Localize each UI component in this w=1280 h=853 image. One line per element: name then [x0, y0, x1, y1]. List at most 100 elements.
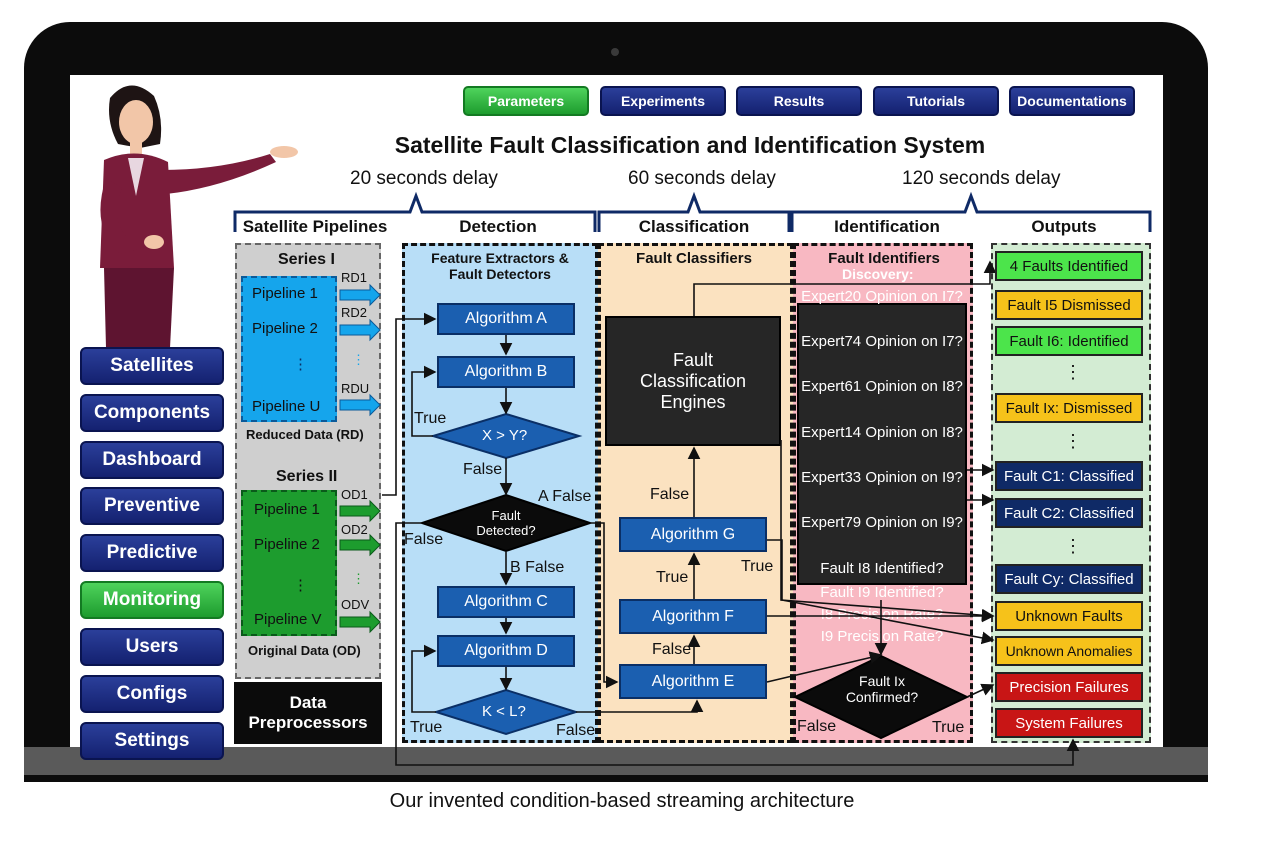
rd-dots: ⋮: [352, 352, 365, 367]
label-a-false: A False: [538, 488, 592, 505]
label-false-1: False: [463, 461, 503, 478]
output-unknown-anomalies: Unknown Anomalies: [995, 636, 1143, 666]
label-false-4: False: [650, 486, 690, 503]
rdu-label: RDU: [341, 381, 370, 396]
output-unknown-faults: Unknown Faults: [995, 601, 1143, 631]
label-true-5: True: [932, 719, 965, 736]
algorithm-b: Algorithm B: [437, 356, 575, 388]
algorithm-a: Algorithm A: [437, 303, 575, 335]
series-i-box: [241, 276, 337, 422]
expert-opinion-3: Expert61 Opinion on I8?: [801, 378, 963, 395]
classification-subtitle: Fault Classifiers: [636, 250, 752, 267]
diamond-k-lt-l: [432, 688, 580, 736]
output-dots-2: ⋮: [1064, 431, 1082, 451]
label-false-5: False: [652, 641, 692, 658]
series-i-pipeline-1: Pipeline 1: [252, 285, 318, 302]
discovery-label: Discovery:: [842, 266, 914, 282]
algorithm-e: Algorithm E: [619, 664, 767, 699]
label-b-false: B False: [510, 559, 565, 576]
sidebar-users[interactable]: Users: [80, 628, 224, 666]
reduced-data-note: Reduced Data (RD): [246, 427, 364, 442]
page-title: Satellite Fault Classification and Ident…: [394, 132, 986, 158]
expert-opinion-6: Expert79 Opinion on I9?: [801, 514, 963, 531]
k-lt-l-text: K < L?: [482, 703, 526, 720]
delay-label-20: 20 seconds delay: [350, 168, 498, 189]
od-dots: ⋮: [352, 571, 365, 586]
i9-precision-rate: I9 Precision Rate?: [820, 628, 944, 645]
presenter-illustration: [100, 85, 298, 348]
nav-experiments[interactable]: Experiments: [600, 86, 726, 116]
sidebar-settings[interactable]: Settings: [80, 722, 224, 760]
camera-icon: [611, 48, 619, 56]
sidebar-components[interactable]: Components: [80, 394, 224, 432]
nav-results[interactable]: Results: [736, 86, 862, 116]
label-false-6: False: [797, 718, 837, 735]
expert-opinion-2: Expert74 Opinion on I7?: [801, 333, 963, 350]
fault-ix-confirmed-text: Fault Ix Confirmed?: [845, 673, 919, 705]
nav-documentations[interactable]: Documentations: [1009, 86, 1135, 116]
sidebar-predictive[interactable]: Predictive: [80, 534, 224, 572]
output-precision-failures: Precision Failures: [995, 672, 1143, 702]
delay-label-60: 60 seconds delay: [628, 168, 776, 189]
fault-classification-engines: Fault Classification Engines: [605, 316, 781, 446]
identification-subtitle: Fault Identifiers: [828, 250, 940, 267]
fault-detected-text: Fault Detected?: [476, 508, 536, 538]
sidebar-monitoring[interactable]: Monitoring: [80, 581, 224, 619]
data-preprocessors: Data Preprocessors: [234, 682, 382, 744]
algorithm-d: Algorithm D: [437, 635, 575, 667]
odv-label: ODV: [341, 597, 370, 612]
od2-label: OD2: [341, 522, 368, 537]
experts-box: [797, 303, 967, 585]
series-ii-dots: ⋮: [293, 577, 308, 594]
expert-opinion-1: Expert20 Opinion on I7?: [801, 288, 963, 305]
output-fault-ix-dismissed: Fault Ix: Dismissed: [995, 393, 1143, 423]
expert-opinion-4: Expert14 Opinion on I8?: [801, 424, 963, 441]
sidebar-dashboard[interactable]: Dashboard: [80, 441, 224, 479]
rd1-label: RD1: [341, 270, 368, 285]
output-fault-c1-classified: Fault C1: Classified: [995, 461, 1143, 491]
output-fault-cy-classified: Fault Cy: Classified: [995, 564, 1143, 594]
x-gt-y-text: X > Y?: [482, 427, 528, 444]
series-ii-box: [241, 490, 337, 636]
original-data-note: Original Data (OD): [248, 643, 361, 658]
output-system-failures: System Failures: [995, 708, 1143, 738]
series-i-label: Series I: [278, 251, 335, 268]
output-4-faults-identified: 4 Faults Identified: [995, 251, 1143, 281]
label-true-1: True: [414, 410, 447, 427]
delay-label-120: 120 seconds delay: [902, 168, 1061, 189]
label-false-3: False: [556, 722, 596, 739]
figure-caption: Our invented condition-based streaming a…: [389, 790, 855, 812]
output-fault-i5-dismissed: Fault I5 Dismissed: [995, 290, 1143, 320]
nav-parameters[interactable]: Parameters: [463, 86, 589, 116]
fault-i9-identified: Fault I9 Identified?: [820, 584, 944, 601]
series-ii-pipeline-2: Pipeline 2: [254, 536, 320, 553]
output-dots-3: ⋮: [1064, 536, 1082, 556]
fault-i8-identified: Fault I8 Identified?: [820, 560, 944, 577]
algorithm-f: Algorithm F: [619, 599, 767, 634]
sidebar-satellites[interactable]: Satellites: [80, 347, 224, 385]
series-i-pipeline-2: Pipeline 2: [252, 320, 318, 337]
column-identification: Identification: [834, 217, 940, 236]
expert-opinion-5: Expert33 Opinion on I9?: [801, 469, 963, 486]
output-fault-c2-classified: Fault C2: Classified: [995, 498, 1143, 528]
series-ii-pipeline-v: Pipeline V: [254, 611, 322, 628]
nav-tutorials[interactable]: Tutorials: [873, 86, 999, 116]
sidebar-preventive[interactable]: Preventive: [80, 487, 224, 525]
detection-subtitle: Feature Extractors & Fault Detectors: [431, 250, 569, 282]
label-true-2: True: [410, 719, 443, 736]
label-false-2: False: [404, 531, 444, 548]
column-outputs: Outputs: [1031, 217, 1097, 236]
rd2-label: RD2: [341, 305, 368, 320]
series-i-pipeline-u: Pipeline U: [252, 398, 321, 415]
label-true-3: True: [656, 569, 689, 586]
algorithm-g: Algorithm G: [619, 517, 767, 552]
algorithm-c: Algorithm C: [437, 586, 575, 618]
output-dots-1: ⋮: [1064, 362, 1082, 382]
series-i-dots: ⋮: [293, 356, 308, 373]
series-ii-label: Series II: [276, 468, 338, 485]
column-detection: Detection: [459, 217, 537, 236]
sidebar-configs[interactable]: Configs: [80, 675, 224, 713]
